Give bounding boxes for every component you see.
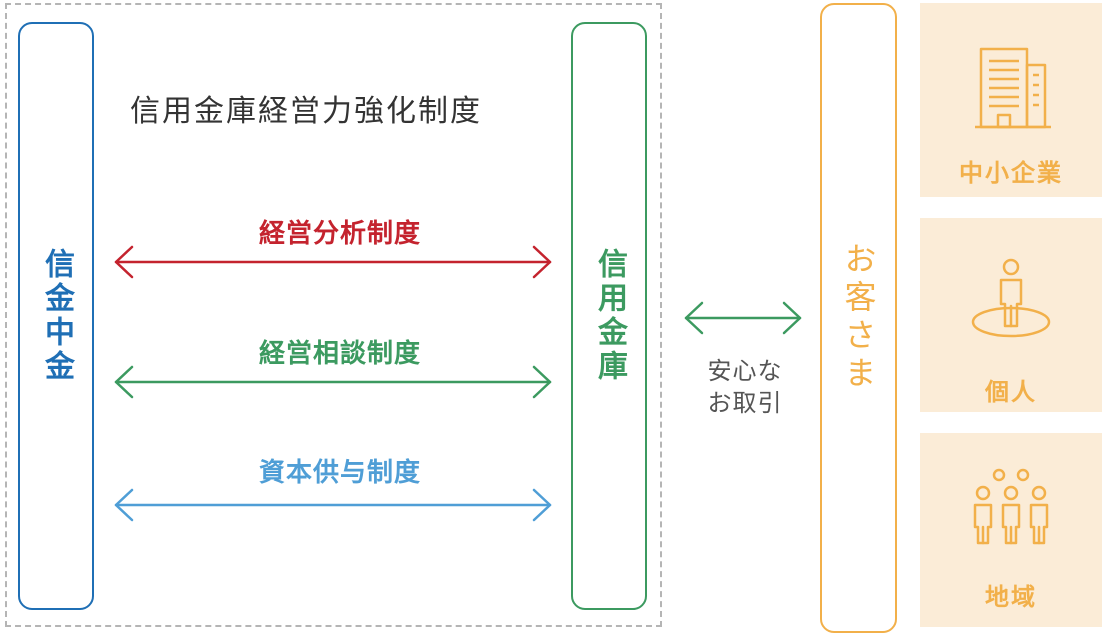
community-icon [973, 468, 1049, 545]
program-label-consulting: 経営相談制度 [258, 339, 421, 369]
customer-tile-individual: 個人 [920, 218, 1102, 412]
customer-label: お客さま [839, 242, 878, 394]
customer-tile-sme: 中小企業 [920, 3, 1102, 197]
shinkin-box: 信用金庫 [571, 22, 647, 610]
arrow-consulting [114, 365, 552, 399]
arrow-capital [114, 488, 552, 522]
program-label-analysis: 経営分析制度 [258, 219, 421, 249]
shinkin-label: 信用金庫 [592, 248, 627, 384]
customer-label-community: 地域 [985, 583, 1037, 611]
customer-label-sme: 中小企業 [959, 159, 1063, 187]
building-icon [975, 47, 1051, 129]
system-frame [5, 3, 662, 627]
transaction-line2: お取引 [707, 389, 783, 417]
shinkin-chukin-box: 信金中金 [18, 22, 94, 610]
diagram-title: 信用金庫経営力強化制度 [130, 94, 482, 129]
shinkin-chukin-label: 信金中金 [39, 248, 74, 384]
arrow-transaction [684, 301, 802, 335]
customer-tile-community: 地域 [920, 433, 1102, 627]
customer-label-individual: 個人 [985, 378, 1037, 406]
customer-box: お客さま [820, 3, 897, 633]
arrow-analysis [114, 245, 552, 279]
person-icon [971, 258, 1051, 338]
program-label-capital: 資本供与制度 [258, 458, 421, 488]
transaction-line1: 安心な [707, 357, 783, 385]
transaction-label: 安心な お取引 [680, 355, 810, 419]
